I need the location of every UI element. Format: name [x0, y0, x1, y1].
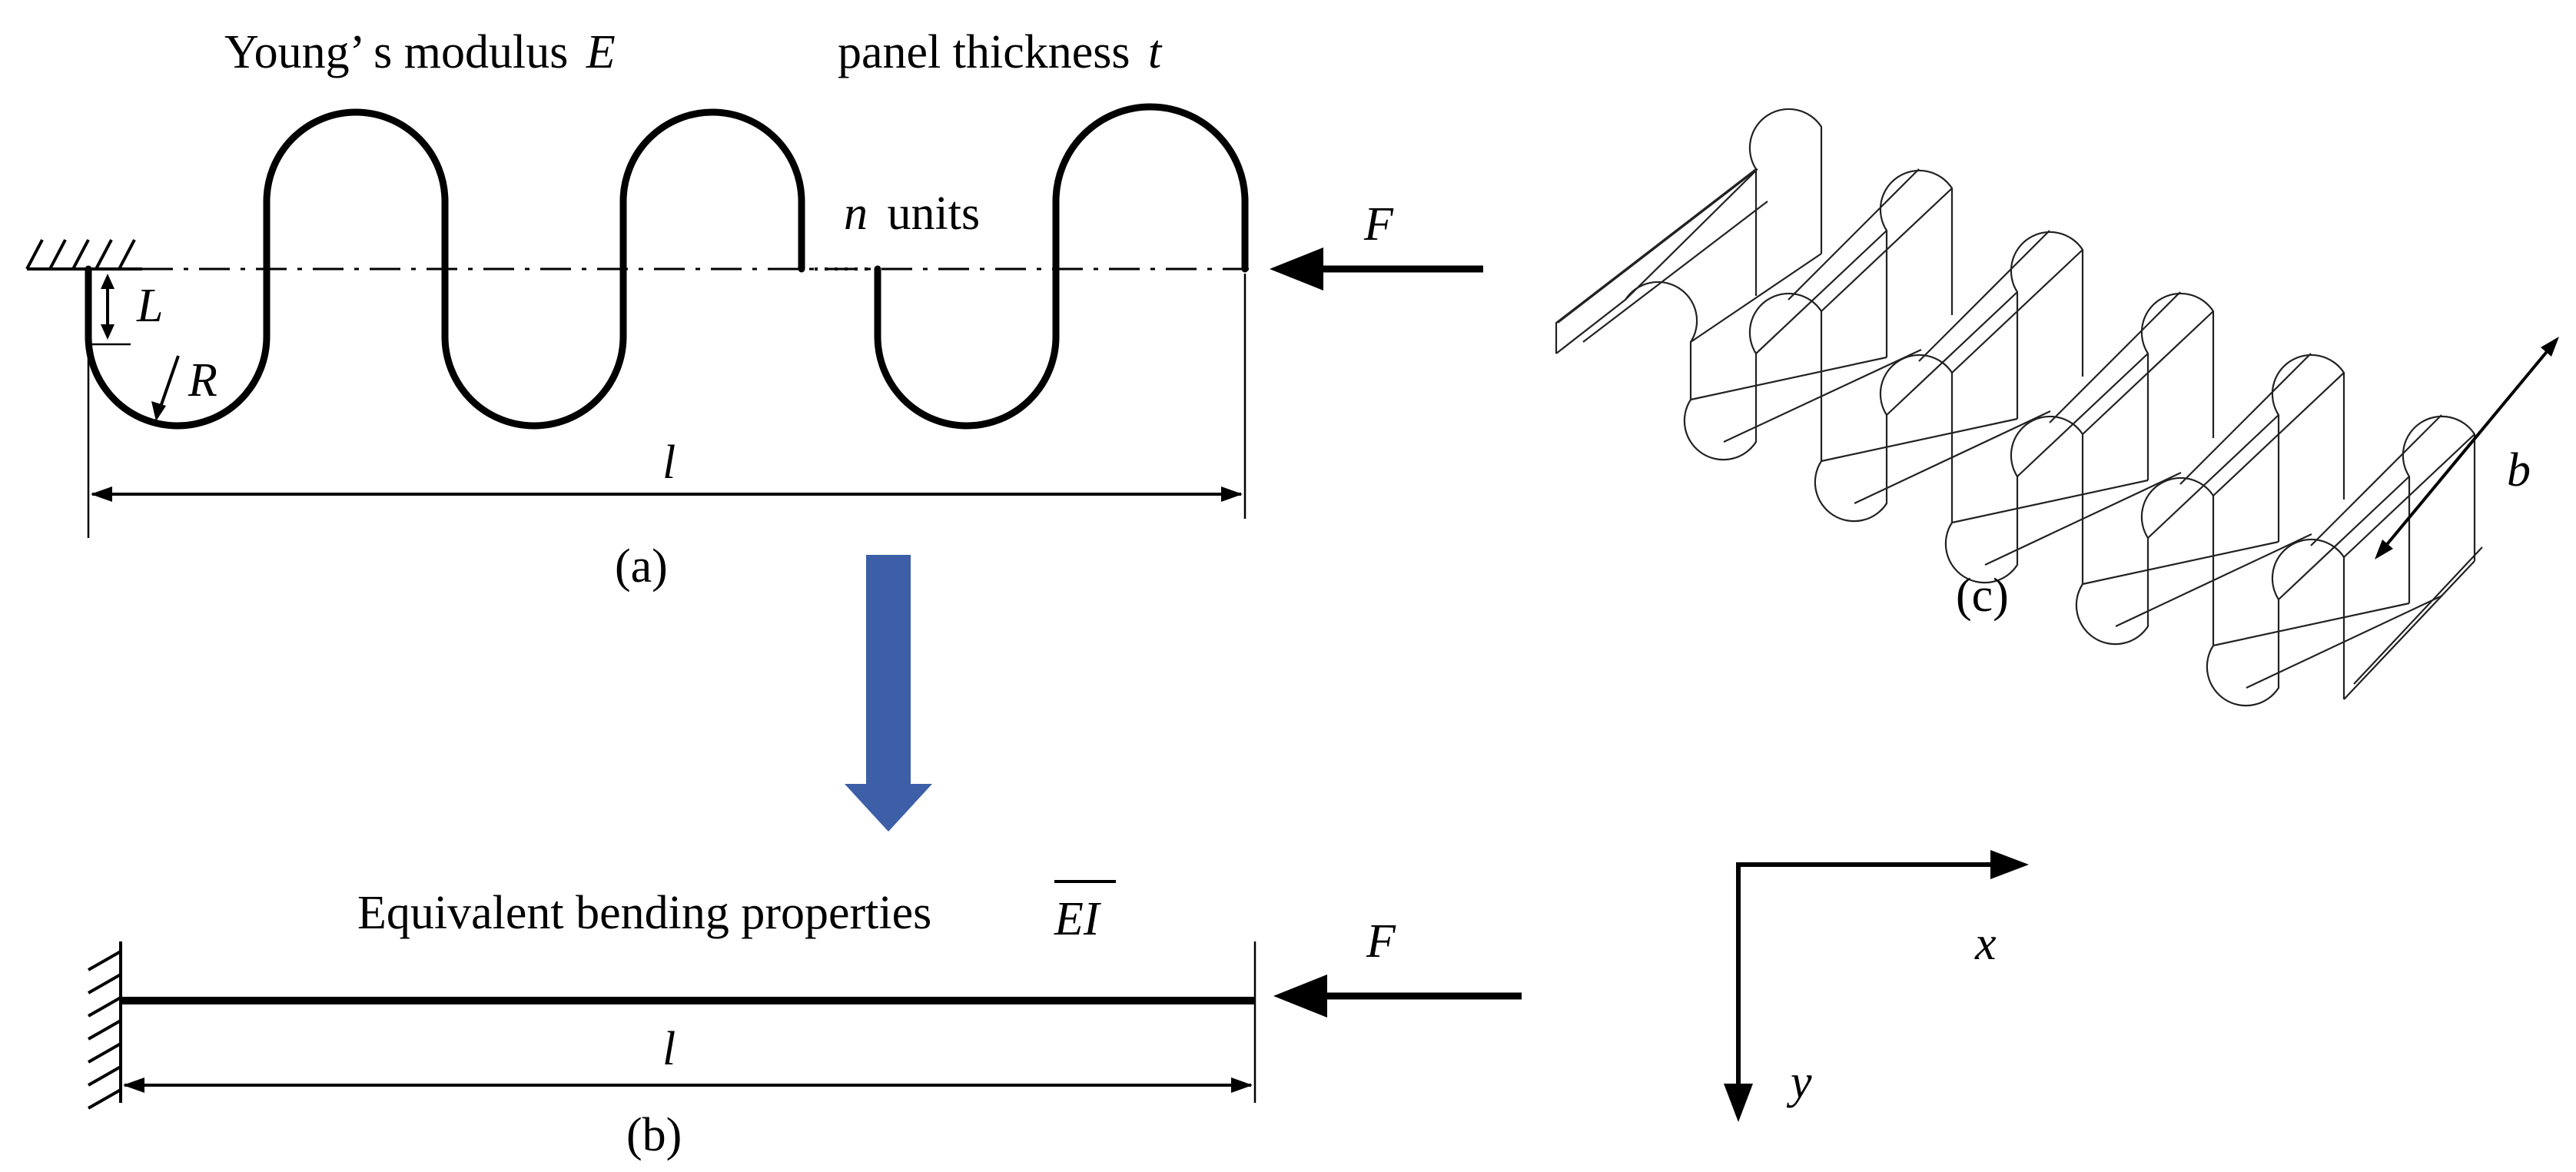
symbol-R: R [188, 354, 217, 407]
caption-a: (a) [615, 540, 668, 593]
symbol-F-b: F [1366, 915, 1396, 968]
symbol-EI: EI [1054, 893, 1102, 945]
fixed-support-b-icon [88, 941, 122, 1110]
symbol-l-a: l [662, 437, 676, 489]
panel-c: b (c) [1555, 108, 2559, 707]
panel-a: Young’ s modulus E panel thickness t n u… [25, 26, 1483, 593]
youngs-modulus-label: Young’ s modulus E [224, 26, 616, 78]
force-arrow-b [1273, 974, 1522, 1018]
force-arrow-a [1270, 247, 1483, 291]
dimension-l-a [87, 274, 1247, 538]
fixed-support-a-icon [25, 239, 142, 271]
down-arrow-icon [845, 555, 932, 832]
equivalent-bending-label: Equivalent bending properties [357, 887, 931, 939]
symbol-L: L [136, 280, 163, 332]
corrugated-profile-right [874, 103, 1249, 430]
panel-b: Equivalent bending properties EI l F (b) [88, 880, 1522, 1161]
radius-arrow [151, 355, 180, 421]
n-units-label: n units [844, 188, 980, 240]
y-axis-arrowhead-icon [1724, 1084, 1753, 1122]
symbol-F-a: F [1363, 198, 1394, 251]
symbol-b: b [2507, 444, 2531, 496]
corrugated-profile-left [85, 108, 805, 430]
panel-thickness-label: panel thickness t [838, 26, 1163, 78]
caption-b: (b) [626, 1109, 682, 1161]
axis-label-y: y [1786, 1056, 1812, 1108]
dimension-b [2375, 337, 2559, 559]
dimension-l-b [119, 941, 1256, 1103]
caption-c: (c) [1956, 569, 2009, 622]
symbol-l-b: l [662, 1023, 676, 1075]
x-axis-arrowhead-icon [1990, 850, 2029, 879]
axis-label-x: x [1974, 918, 1997, 970]
dimension-L [91, 274, 131, 346]
coordinate-axes: x y [1724, 850, 2029, 1122]
